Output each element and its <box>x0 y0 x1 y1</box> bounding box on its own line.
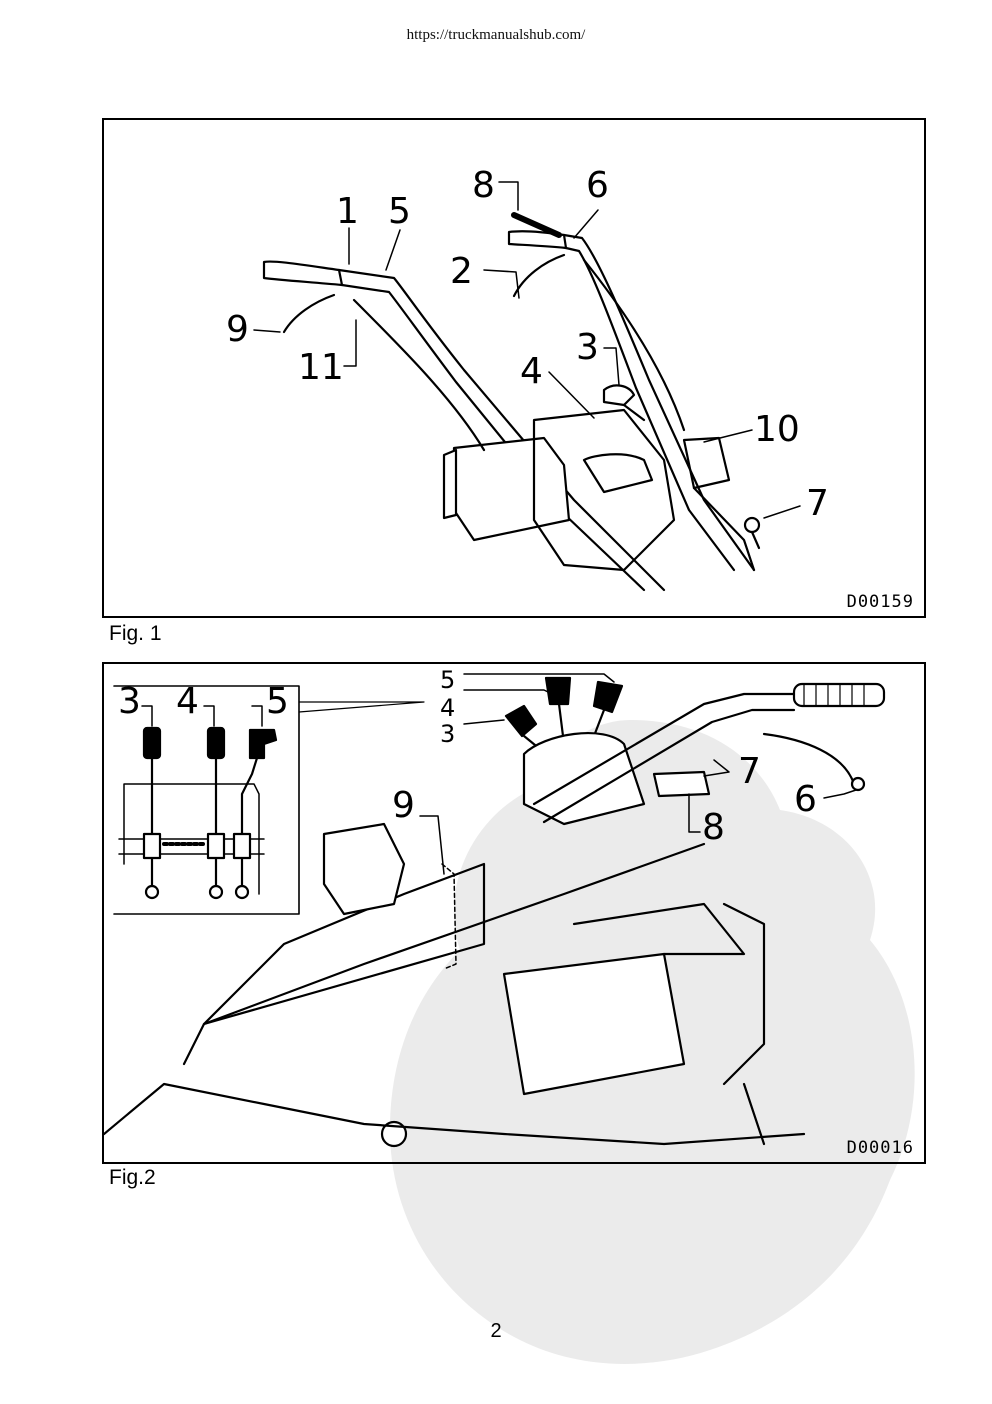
handlebar-drawing <box>253 181 801 592</box>
figure-code: D00159 <box>846 592 914 612</box>
figure-1: 8 6 1 5 2 9 11 3 4 10 7 D00159 <box>102 118 926 618</box>
callout-8: 8 <box>472 165 495 206</box>
figure-2: 3 4 5 5 4 3 9 7 6 8 D00016 <box>102 662 926 1164</box>
page-number: 2 <box>490 1320 502 1342</box>
callout-5: 5 <box>388 191 411 232</box>
figure-code: D00016 <box>846 1138 914 1158</box>
callout-8: 8 <box>702 807 725 848</box>
inset-callout-4: 4 <box>176 681 199 722</box>
figure-1-caption: Fig. 1 <box>109 622 162 645</box>
callout-7: 7 <box>738 751 761 792</box>
callout-4: 4 <box>520 351 543 392</box>
figure-2-caption: Fig.2 <box>109 1166 156 1189</box>
inset-callout-5: 5 <box>266 681 289 722</box>
callout-11: 11 <box>298 347 344 388</box>
inset-callout-3: 3 <box>118 681 141 722</box>
callout-10: 10 <box>754 409 800 450</box>
lever-callout-5: 5 <box>440 666 456 694</box>
callout-1: 1 <box>336 191 359 232</box>
callout-6: 6 <box>586 165 609 206</box>
callout-6: 6 <box>794 779 817 820</box>
callout-7: 7 <box>806 483 829 524</box>
lever-callout-4: 4 <box>440 694 456 722</box>
lever-callout-3: 3 <box>440 720 456 748</box>
callout-9: 9 <box>392 785 415 826</box>
callout-2: 2 <box>450 251 473 292</box>
header-url[interactable]: https://truckmanualshub.com/ <box>406 27 586 43</box>
control-panel-drawing <box>104 673 886 1148</box>
callout-3: 3 <box>576 327 599 368</box>
callout-9: 9 <box>226 309 249 350</box>
